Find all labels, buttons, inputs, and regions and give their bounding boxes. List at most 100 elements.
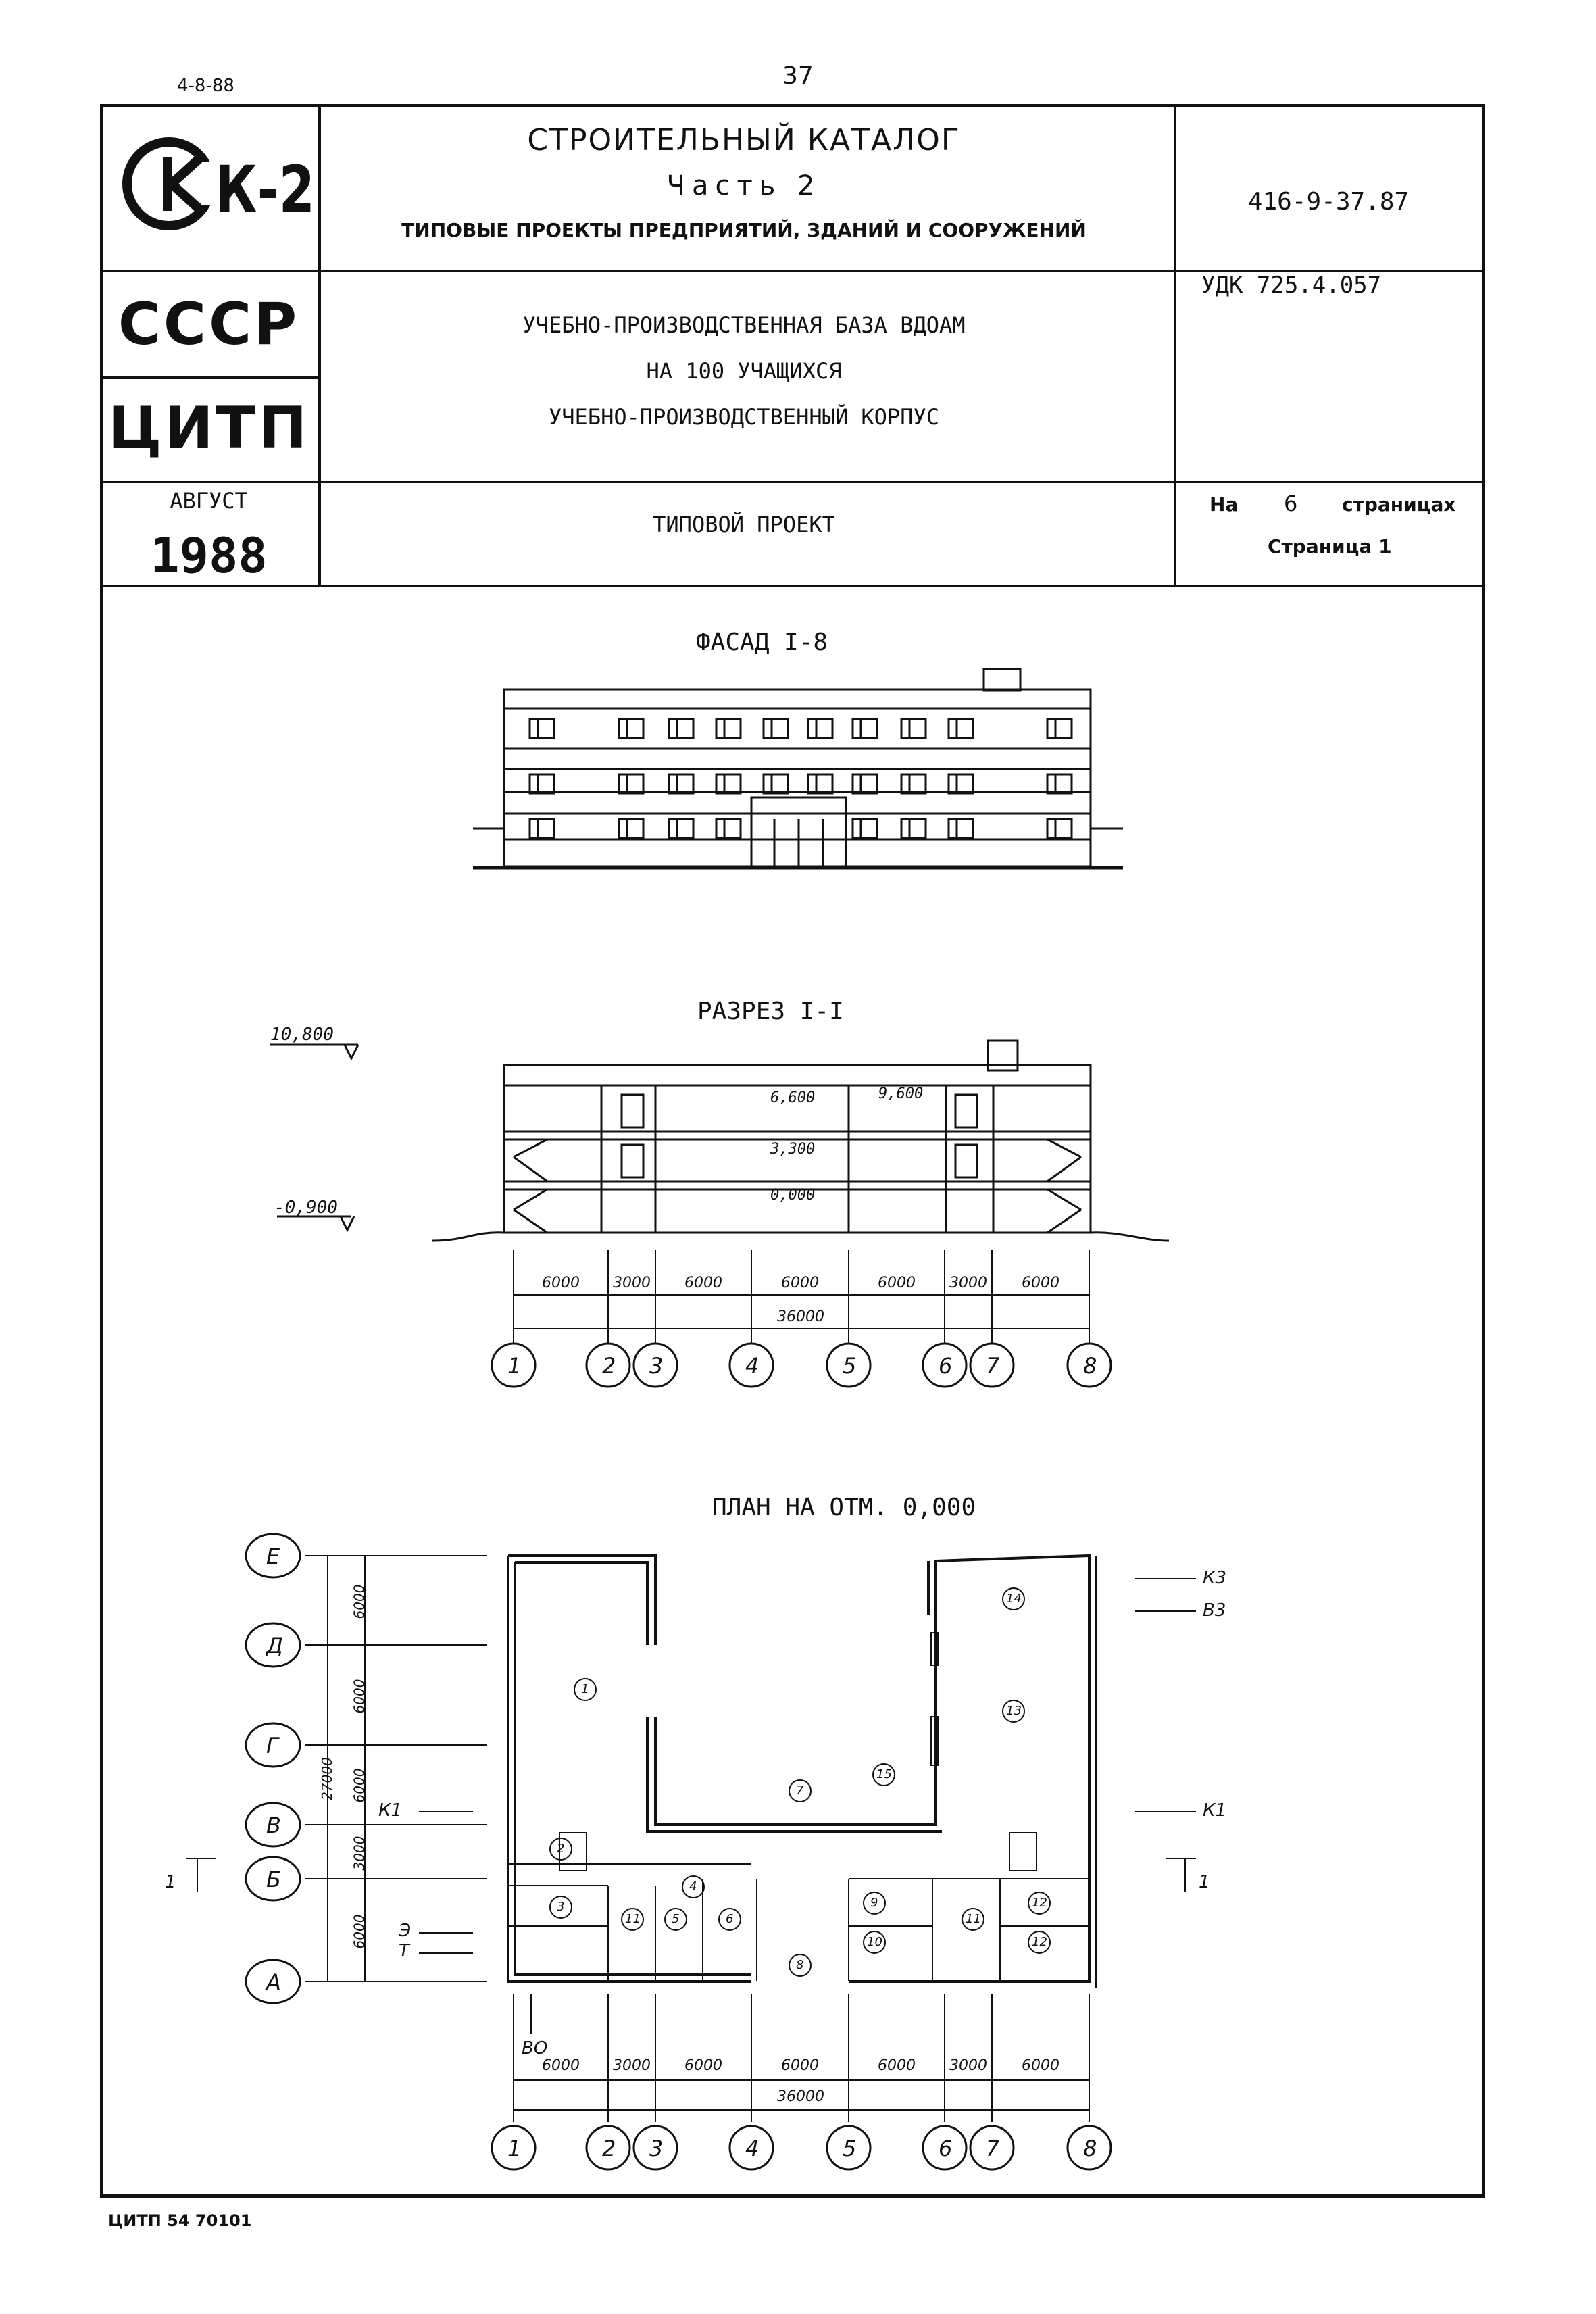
plan-axis-x-label: 4: [745, 2136, 759, 2161]
plan-span-dim: 3000: [949, 2057, 987, 2074]
elevation-10800: 10,800: [270, 1025, 334, 1045]
section-span-dim: 6000: [781, 1275, 819, 1291]
plan-axis-y-label: Г: [266, 1733, 278, 1758]
elevation-9600: 9,600: [878, 1085, 924, 1102]
section-axis-label: 3: [649, 1353, 664, 1379]
facade-window: [668, 718, 695, 739]
issue-year: 1988: [150, 527, 268, 584]
project-name-line1: УЧЕБНО-ПРОИЗВОДСТВЕННАЯ БАЗА ВДОАМ: [522, 312, 966, 338]
facade-window: [851, 773, 878, 795]
facade-window: [715, 818, 742, 839]
pages-prefix: На: [1210, 493, 1239, 516]
section-title: РАЗРЕЗ I-I: [697, 998, 844, 1025]
catalog-title: СТРОИТЕЛЬНЫЙ КАТАЛОГ: [527, 123, 961, 157]
section-axis-label: 5: [843, 1353, 857, 1379]
page-label: Страница 1: [1268, 535, 1392, 558]
room-number: 4: [689, 1879, 697, 1894]
room-marker: [718, 1908, 741, 1931]
room-number: 2: [557, 1842, 565, 1856]
room-marker: [789, 1779, 812, 1802]
logo-text: К-2: [215, 152, 316, 228]
facade-window: [807, 718, 834, 739]
facade-window: [900, 818, 927, 839]
plan-span-dim: 6000: [878, 2057, 916, 2074]
facade-window: [618, 773, 645, 795]
plan-y-dim: 3000: [351, 1836, 368, 1871]
drawing-sheet: [100, 104, 1485, 2198]
section-span-dim: 3000: [949, 1275, 987, 1291]
room-number: 8: [796, 1958, 804, 1972]
room-number: 11: [966, 1912, 981, 1926]
facade-title: ФАСАД I-8: [696, 629, 828, 656]
facade-window: [1046, 773, 1073, 795]
elevation-3300: 3,300: [770, 1141, 816, 1158]
project-name-line2: НА 100 УЧАЩИХСЯ: [646, 358, 842, 384]
utility-label: Т: [399, 1941, 409, 1961]
plan-axis-y-label: Б: [266, 1867, 281, 1892]
facade-window: [715, 718, 742, 739]
plan-axis-x-label: 2: [602, 2136, 616, 2161]
room-marker: [872, 1763, 895, 1786]
elevation-0000: 0,000: [770, 1187, 816, 1204]
plan-title: ПЛАН НА ОТМ. 0,000: [712, 1494, 976, 1521]
plan-axis-x-label: 3: [649, 2136, 664, 2161]
section-span-dim: 6000: [542, 1275, 580, 1291]
facade-window: [715, 773, 742, 795]
plan-axis-x-label: 1: [507, 2136, 522, 2161]
room-number: 12: [1032, 1896, 1047, 1910]
facade-window: [528, 818, 555, 839]
facade-window: [851, 818, 878, 839]
section-axis-label: 1: [507, 1353, 522, 1379]
plan-y-dim: 6000: [351, 1914, 368, 1949]
room-number: 9: [870, 1896, 878, 1910]
room-number: 13: [1006, 1704, 1022, 1718]
facade-window: [528, 718, 555, 739]
plan-span-dim: 6000: [781, 2057, 819, 2074]
page-number: 37: [782, 62, 814, 90]
project-code: 416-9-37.87: [1247, 188, 1410, 216]
date-code: 4-8-88: [177, 76, 234, 96]
catalog-subtitle: ТИПОВЫЕ ПРОЕКТЫ ПРЕДПРИЯТИЙ, ЗДАНИЙ И СО…: [401, 219, 1087, 241]
room-number: 11: [625, 1912, 641, 1926]
room-marker: [1028, 1931, 1051, 1954]
facade-window: [618, 818, 645, 839]
facade-window: [900, 773, 927, 795]
section-span-dim: 6000: [878, 1275, 916, 1291]
plan-span-dim: 6000: [684, 2057, 722, 2074]
facade-window: [947, 773, 974, 795]
room-marker: [682, 1875, 705, 1898]
room-marker: [1002, 1700, 1025, 1723]
udk-code: УДК 725.4.057: [1201, 272, 1382, 299]
plan-axis-y-label: А: [266, 1969, 281, 1995]
plan-total-dim: 36000: [777, 2088, 824, 2105]
facade-window: [668, 818, 695, 839]
facade-window: [947, 718, 974, 739]
plan-y-dim: 6000: [351, 1584, 368, 1619]
utility-label: ВО: [522, 2038, 548, 2059]
project-name-line3: УЧЕБНО-ПРОИЗВОДСТВЕННЫЙ КОРПУС: [549, 404, 939, 430]
project-type: ТИПОВОЙ ПРОЕКТ: [653, 512, 835, 537]
room-number: 15: [876, 1767, 892, 1781]
room-marker: [863, 1892, 886, 1915]
room-number: 6: [726, 1912, 734, 1926]
section-span-dim: 3000: [613, 1275, 651, 1291]
section-span-dim: 6000: [684, 1275, 722, 1291]
plan-y-dim: 6000: [351, 1768, 368, 1803]
utility-label: К1: [378, 1800, 403, 1821]
section-span-dim: 6000: [1022, 1275, 1059, 1291]
facade-window: [762, 773, 789, 795]
plan-y-dim: 6000: [351, 1679, 368, 1714]
issue-month: АВГУСТ: [170, 488, 248, 514]
plan-axis-x-label: 8: [1083, 2136, 1097, 2161]
plan-axis-x-label: 6: [939, 2136, 953, 2161]
section-axis-label: 8: [1083, 1353, 1097, 1379]
facade-window: [947, 818, 974, 839]
facade-window: [1046, 818, 1073, 839]
elevation-minus-0900: -0,900: [274, 1198, 338, 1218]
section-mark-left: 1: [165, 1872, 176, 1892]
utility-label: Э: [399, 1921, 412, 1941]
facade-window: [762, 718, 789, 739]
section-axis-label: 7: [986, 1353, 1000, 1379]
